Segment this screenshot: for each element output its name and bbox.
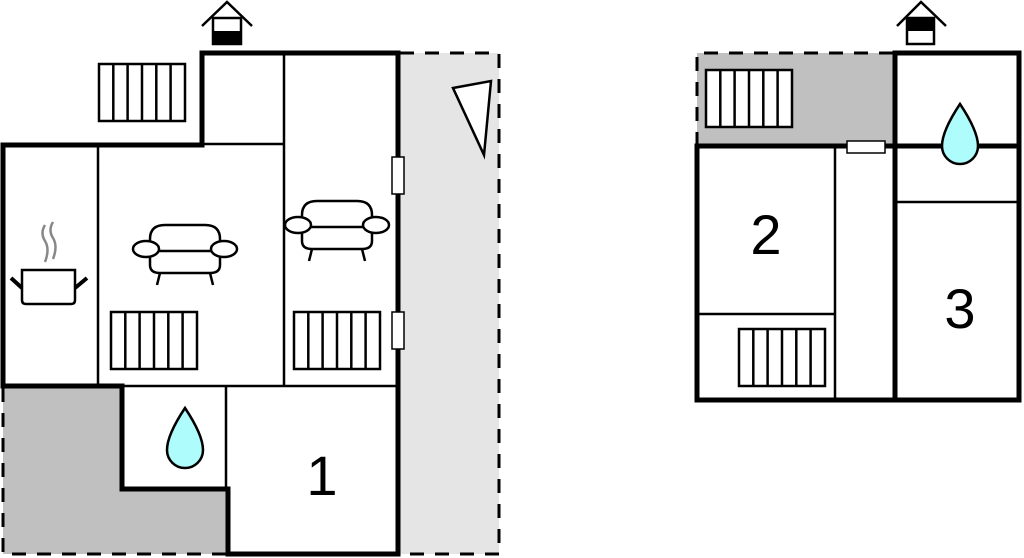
water-drop-icon	[940, 102, 980, 166]
window	[391, 311, 405, 350]
radiator-icon	[97, 62, 187, 123]
sofa-icon	[283, 199, 391, 263]
window	[391, 156, 405, 195]
sofa-icon	[131, 223, 239, 287]
window	[846, 140, 886, 154]
floor-indicator-upper-icon	[896, 0, 947, 46]
room-label-2: 2	[750, 203, 781, 266]
water-drop-icon	[165, 406, 205, 470]
radiator-icon	[292, 310, 382, 371]
ground-floor-plan: 1	[0, 0, 501, 557]
orientation-triangle-icon	[451, 79, 493, 160]
corner-terrace	[3, 388, 226, 554]
upper-floor-plan: 2 3	[694, 0, 1022, 403]
floor-indicator-ground-icon	[201, 0, 253, 46]
cooking-pot-icon	[9, 221, 89, 306]
room-label-3: 3	[944, 277, 975, 340]
radiator-icon	[737, 327, 827, 388]
room-label-1: 1	[306, 444, 337, 507]
radiator-icon	[704, 68, 794, 129]
radiator-icon	[109, 310, 199, 371]
